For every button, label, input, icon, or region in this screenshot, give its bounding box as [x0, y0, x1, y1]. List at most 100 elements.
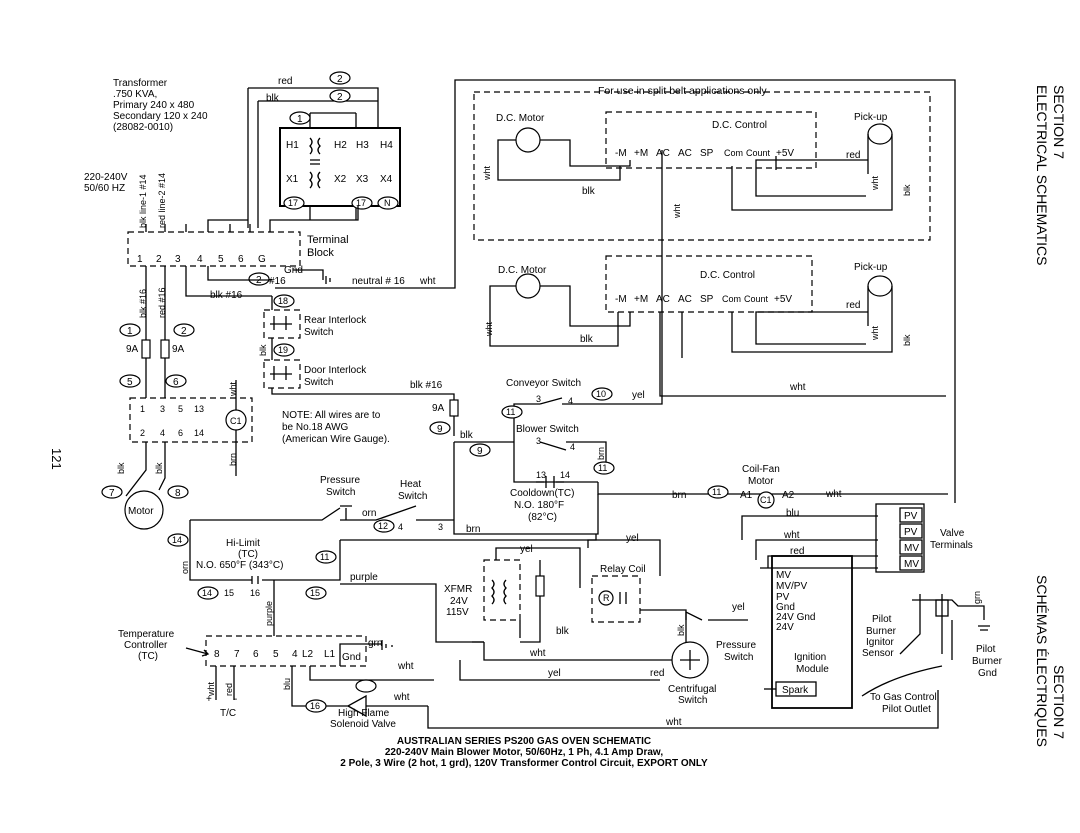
wire-number-19-text: 19	[278, 345, 288, 355]
valve-mv-1	[899, 539, 923, 555]
tb-terminal-5: 5	[218, 254, 224, 265]
transformer-label-2: .750 KVA,	[113, 89, 157, 100]
cooldown-label: Cooldown(TC)	[510, 488, 574, 499]
relay-coil	[598, 590, 614, 606]
wire-blu-valve: blu	[786, 508, 799, 519]
note-line-1: NOTE: All wires are to	[282, 410, 381, 421]
wire-wht-lower: wht	[484, 321, 494, 337]
wire-blk-lower: blk	[580, 334, 594, 345]
transformer: Transformer .750 KVA, Primary 240 x 480 …	[113, 78, 401, 207]
wire-yel-xfmr-2: yel	[548, 668, 561, 679]
wire-number-2b-text: 2	[337, 92, 343, 103]
wire-number-6	[165, 374, 187, 388]
wire-number-2b	[329, 89, 351, 103]
dc-unit-lower: D.C. Motor D.C. Control -M +M AC AC SP C…	[484, 255, 946, 397]
dc-term-ac1-u: AC	[656, 148, 670, 159]
terminal-block-box	[127, 231, 301, 267]
dc-motor-label-upper: D.C. Motor	[496, 113, 545, 124]
wire-number-9a	[429, 421, 451, 435]
coil-fan-label-1: Coil-Fan	[742, 464, 780, 475]
terminal-x3: X3	[356, 174, 369, 185]
contactor-box	[129, 397, 253, 443]
wire-color-blk: blk	[266, 93, 280, 104]
wire-blk-mid: blk	[460, 430, 474, 441]
pilot-gnd-3: Gnd	[978, 668, 997, 679]
interlock-contacts	[270, 316, 292, 380]
temp-controller-box	[205, 635, 367, 667]
ign-module-label-2: Module	[796, 664, 829, 675]
wire-number-n	[377, 196, 399, 210]
rear-interlock-box	[263, 309, 301, 339]
door-interlock-switch: Switch	[304, 377, 333, 388]
hilimit-contact-15: 15	[224, 588, 234, 598]
wire-number-17a-text: 17	[288, 198, 298, 208]
wire-purple: purple	[350, 572, 378, 583]
wire-yel-xfmr: yel	[520, 544, 533, 555]
wire-orn-hilimit: orn	[180, 561, 190, 574]
wire-brn-coilfan: brn	[672, 490, 686, 501]
wire-red-valve: red	[790, 546, 804, 557]
contactor-coil-label: C1	[230, 416, 242, 426]
conveyor-contact-4: 4	[568, 396, 573, 406]
neutral-color: wht	[419, 276, 436, 287]
conveyor-switch	[513, 397, 582, 442]
solenoid-label-2: Solenoid Valve	[330, 719, 396, 730]
wire-number-8-text: 8	[175, 488, 181, 499]
pilot-gnd-1: Pilot	[976, 644, 996, 655]
section-title-bottom: SCHÉMAS ÉLECTRIQUES	[1034, 575, 1050, 747]
terminal-x2: X2	[334, 174, 347, 185]
valve-pv-1-text: PV	[904, 511, 918, 522]
tc-minus: -	[234, 694, 237, 705]
pickup-upper	[867, 123, 893, 145]
wire-number-11a	[501, 405, 523, 419]
pressure-heat-switches	[190, 505, 454, 521]
wire-blk16-c: blk #16	[410, 380, 443, 391]
wire-blk16-a: blk #16	[138, 289, 148, 318]
contactor: 1 3 5 13 2 4 6 14 C1	[129, 397, 253, 443]
wire-red-upper: red	[846, 150, 860, 161]
dc-motor-lower	[515, 273, 541, 299]
supply-line-2: red line-2 #14	[157, 173, 167, 228]
pilot-outlet-lead	[861, 665, 943, 697]
note-line-3: (American Wire Gauge).	[282, 434, 390, 445]
wire-number-17b-text: 17	[356, 198, 366, 208]
xfmr-label-1: XFMR	[444, 584, 472, 595]
valve-mv-1-text: MV	[904, 543, 919, 554]
wire-number-18-text: 18	[278, 296, 288, 306]
conveyor-out-wire	[582, 150, 663, 405]
dc-control-lower	[605, 255, 813, 313]
wire-red16: red #16	[157, 287, 167, 318]
lower-unit-wires	[489, 285, 946, 397]
pressure-switch-2-label-2: Switch	[724, 652, 753, 663]
heat-switch-label-2: Switch	[398, 491, 427, 502]
tb-terminal-4: 4	[197, 254, 203, 265]
wire-wht-xfmr: wht	[529, 648, 546, 659]
wire-number-10-text: 10	[596, 389, 606, 399]
wire-number-14b	[197, 586, 219, 600]
valve-pv-2-text: PV	[904, 527, 918, 538]
terminal-block-label-2: Block	[307, 247, 334, 259]
neutral-wire	[275, 79, 956, 503]
terminal-h2: H2	[334, 140, 347, 151]
xfmr-wires	[472, 547, 581, 643]
hilimit-wires	[189, 520, 341, 581]
wire-number-5-text: 5	[127, 377, 133, 388]
contact-4: 4	[160, 428, 165, 438]
wire-number-18	[273, 294, 295, 308]
wire-wht-upper: wht	[482, 165, 492, 181]
pilot-label-3: Ignitor	[866, 637, 894, 648]
wire-number-9b-text: 9	[477, 446, 483, 457]
valve-mv-2	[899, 555, 923, 571]
transformer-label-4: Secondary 120 x 240	[113, 111, 208, 122]
temp-controller-label-3: (TC)	[138, 651, 158, 662]
wire-blk-upper: blk	[582, 186, 596, 197]
coil-fan-a2: A2	[782, 490, 795, 501]
wire-number-14a	[167, 533, 189, 547]
dc-term-m-pos-u: +M	[634, 148, 648, 159]
tb-terminal-3: 3	[175, 254, 181, 265]
temp-controller-wires	[215, 640, 434, 707]
valve-pv-1	[899, 507, 923, 523]
ign-mvpv: MV/PV	[776, 581, 807, 592]
coil-fan-label-2: Motor	[748, 476, 774, 487]
contact-3: 3	[160, 404, 165, 414]
